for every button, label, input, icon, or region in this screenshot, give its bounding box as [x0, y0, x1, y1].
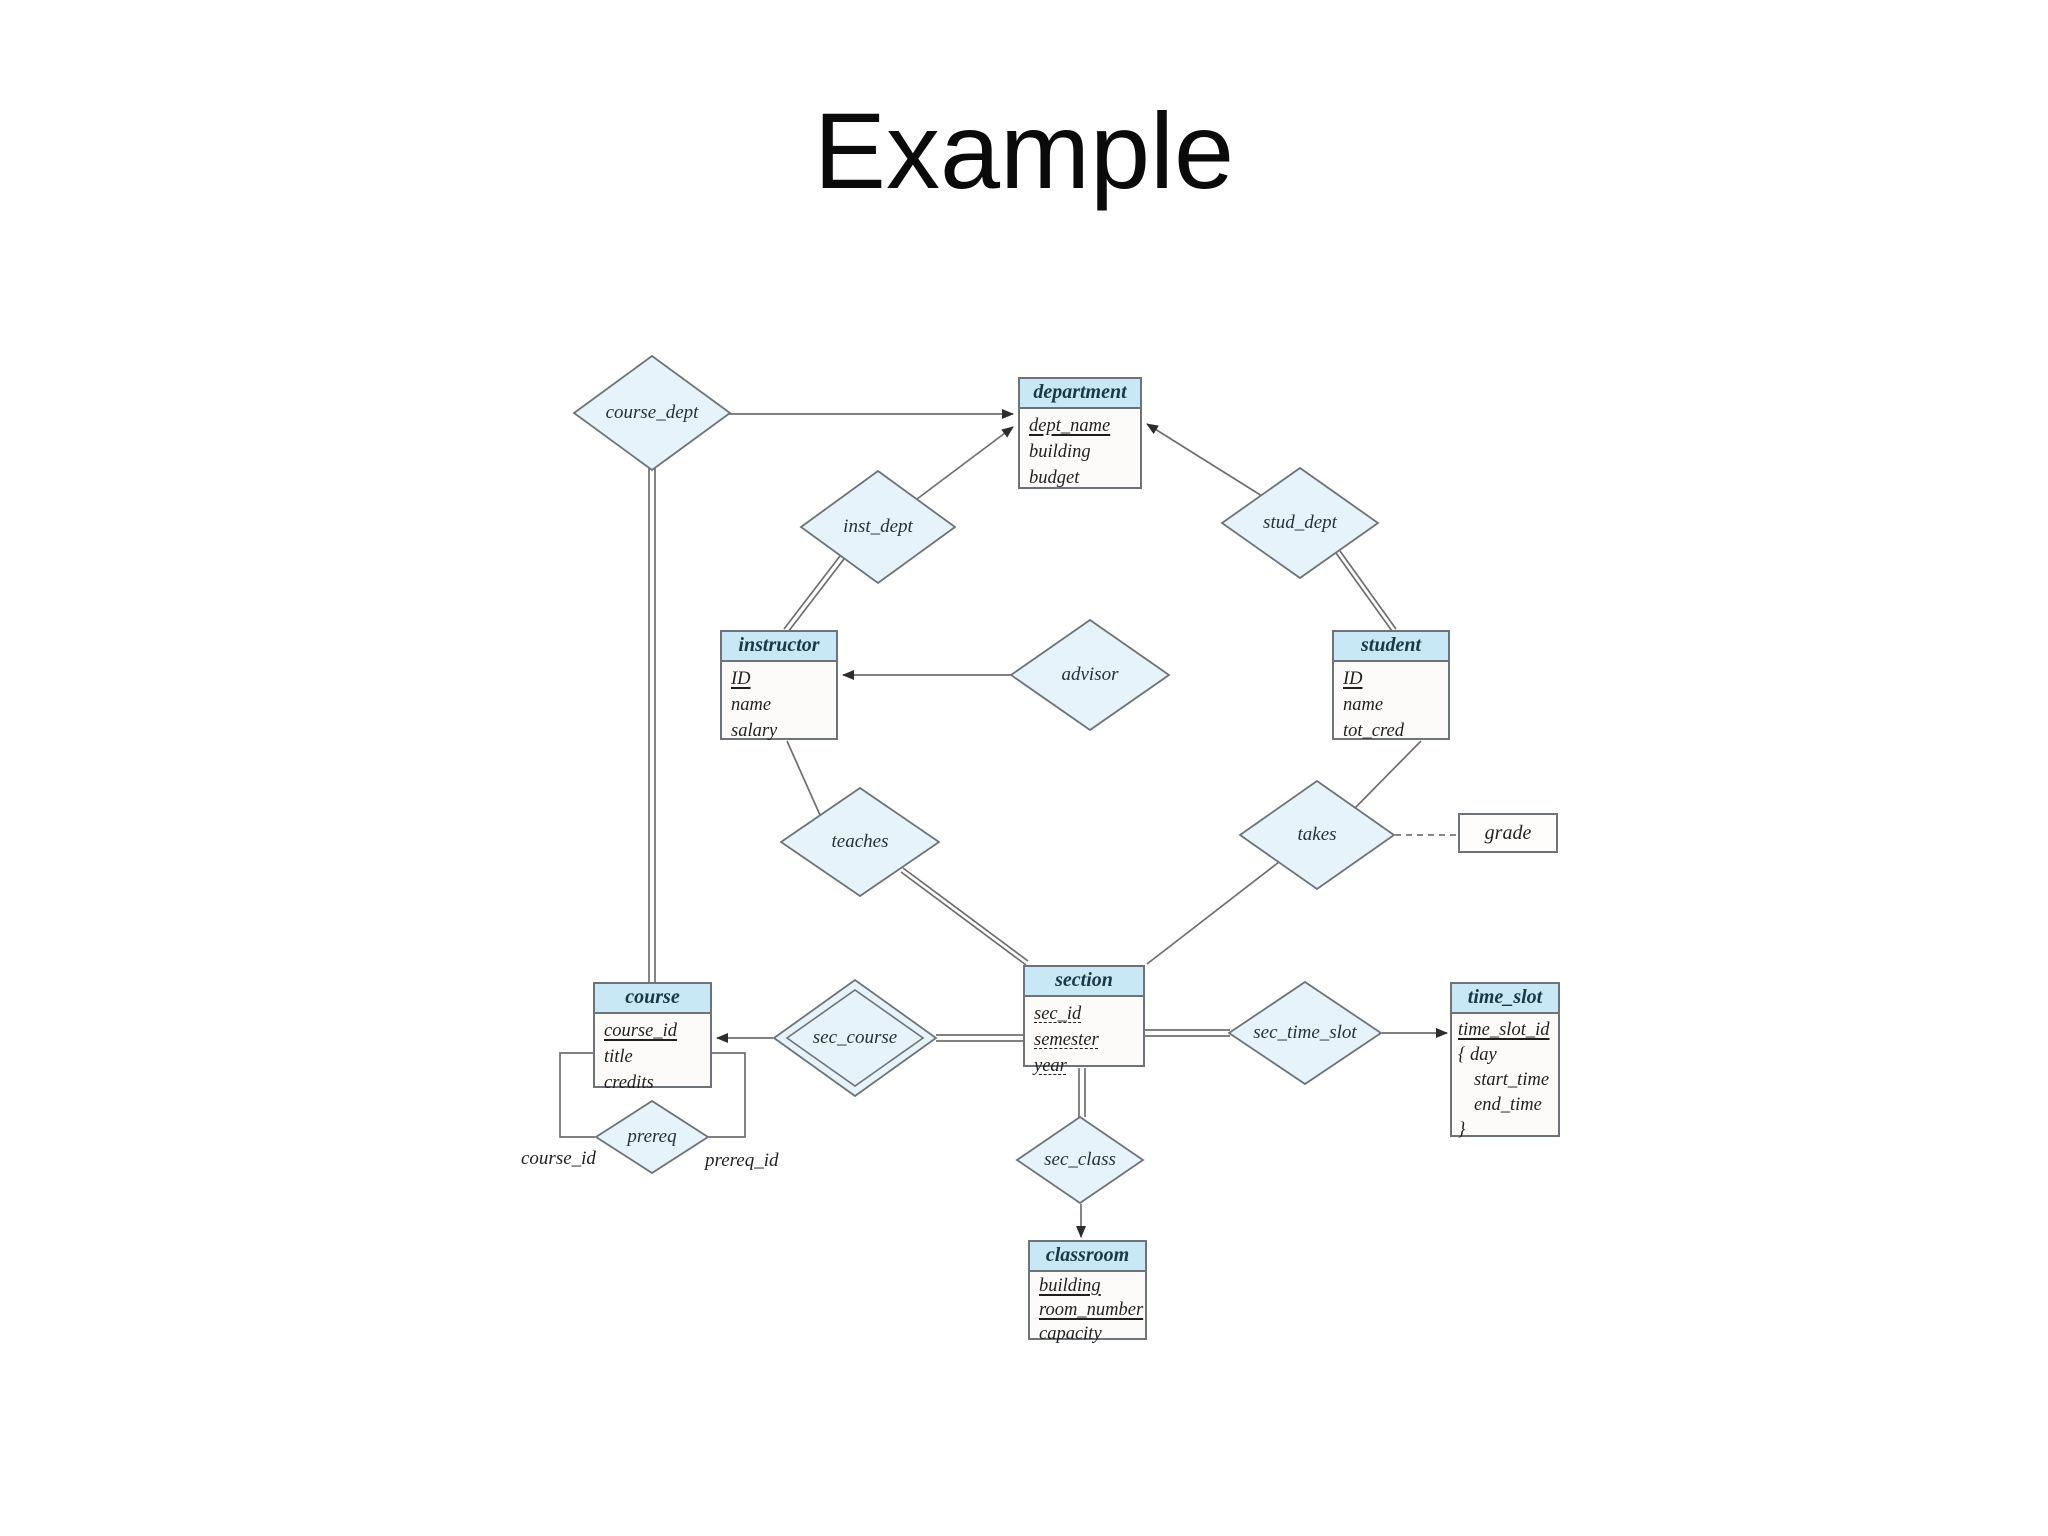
relationship-inst-dept-shape: [799, 469, 957, 585]
edge-stud-dept-department: [1146, 423, 1263, 497]
relationship-advisor-shape: [1009, 618, 1171, 732]
attribute-student-id: ID: [1343, 669, 1363, 689]
relationship-sec-course-inner-shape: [785, 989, 925, 1087]
attribute-time-slot-id: time_slot_id: [1458, 1020, 1550, 1040]
edge-teaches-instructor: [786, 740, 821, 816]
entity-department: department dept_name building budget: [1018, 377, 1142, 489]
relationship-label-takes: takes: [1297, 824, 1337, 845]
entity-instructor: instructor ID name salary: [720, 630, 838, 741]
relationship-stud-dept-shape: [1220, 466, 1380, 580]
attribute-node-grade: grade: [1458, 813, 1558, 853]
relationship-sec-class-shape: [1015, 1115, 1145, 1205]
attribute-start-time: start_time: [1474, 1070, 1550, 1090]
attribute-close-brace: }: [1458, 1120, 1466, 1140]
relationship-prereq-shape: [594, 1099, 710, 1175]
entity-course-header: course: [595, 984, 710, 1014]
edge-inst-dept-instructor: [783, 555, 845, 633]
role-label-course-id: course_id: [521, 1148, 596, 1169]
relationship-teaches-shape: [779, 786, 941, 898]
edge-course-dept-course: [648, 468, 656, 982]
relationship-label-sec-course: sec_course: [812, 1027, 898, 1048]
relationship-label-sec-time-slot: sec_time_slot: [1253, 1022, 1357, 1043]
entity-course: course course_id title credits: [593, 982, 712, 1093]
edge-takes-student: [1353, 740, 1422, 810]
edge-sec-course-section: [936, 1034, 1024, 1042]
relationship-label-inst-dept: inst_dept: [843, 516, 913, 537]
entity-student-header: student: [1334, 632, 1448, 662]
attribute-sec-id: sec_id: [1034, 1004, 1082, 1024]
entity-student: student ID name tot_cred: [1332, 630, 1450, 741]
attribute-credits: credits: [604, 1073, 654, 1093]
edge-stud-dept-student: [1335, 550, 1397, 632]
relationship-label-sec-class: sec_class: [1044, 1149, 1116, 1170]
edge-section-sec-class: [1078, 1068, 1086, 1117]
relationship-label-course-dept: course_dept: [605, 402, 699, 423]
edge-takes-section: [1146, 861, 1280, 965]
relationship-sec-time-slot-shape: [1227, 980, 1383, 1086]
attribute-capacity: capacity: [1039, 1324, 1102, 1344]
entity-classroom: classroom building room_number capacity: [1028, 1240, 1147, 1344]
attribute-tot-cred: tot_cred: [1343, 721, 1404, 741]
attribute-building: building: [1029, 442, 1091, 462]
relationship-takes-shape: [1238, 779, 1396, 891]
attribute-budget: budget: [1029, 468, 1080, 488]
attribute-instructor-name: name: [731, 695, 772, 715]
attribute-student-name: name: [1343, 695, 1384, 715]
relationship-label-stud-dept: stud_dept: [1263, 512, 1337, 533]
attribute-room-number: room_number: [1039, 1300, 1144, 1320]
page-title: Example: [813, 90, 1235, 211]
attribute-dept-name: dept_name: [1029, 416, 1111, 436]
attribute-year: year: [1034, 1056, 1067, 1076]
edge-prereq-course-course-id: [559, 1052, 595, 1138]
relationship-label-teaches: teaches: [831, 831, 889, 852]
attribute-semester: semester: [1034, 1030, 1099, 1050]
relationship-course-dept-shape: [572, 354, 732, 472]
relationship-label-prereq: prereq: [627, 1126, 677, 1147]
attribute-classroom-building: building: [1039, 1276, 1101, 1296]
edge-section-sec-time-slot: [1144, 1029, 1230, 1037]
entity-instructor-header: instructor: [722, 632, 836, 662]
attribute-day: { day: [1458, 1045, 1497, 1065]
relationship-label-advisor: advisor: [1061, 664, 1119, 685]
attribute-end-time: end_time: [1474, 1095, 1542, 1115]
attribute-salary: salary: [731, 721, 778, 741]
edge-teaches-section: [900, 867, 1029, 966]
entity-time-slot-header: time_slot: [1452, 984, 1558, 1014]
entity-classroom-header: classroom: [1030, 1242, 1145, 1272]
edge-inst-dept-department: [916, 426, 1014, 500]
role-label-prereq-id: prereq_id: [705, 1150, 779, 1171]
attribute-title: title: [604, 1047, 633, 1067]
entity-section-header: section: [1025, 967, 1143, 997]
attribute-instructor-id: ID: [731, 669, 751, 689]
entity-section: section sec_id semester year: [1023, 965, 1145, 1076]
edge-prereq-course-prereq-id: [707, 1052, 746, 1138]
relationship-sec-course-shape: [772, 978, 938, 1098]
attribute-course-id: course_id: [604, 1021, 677, 1041]
entity-department-header: department: [1020, 379, 1140, 409]
entity-time-slot: time_slot time_slot_id { day start_time …: [1450, 982, 1560, 1140]
